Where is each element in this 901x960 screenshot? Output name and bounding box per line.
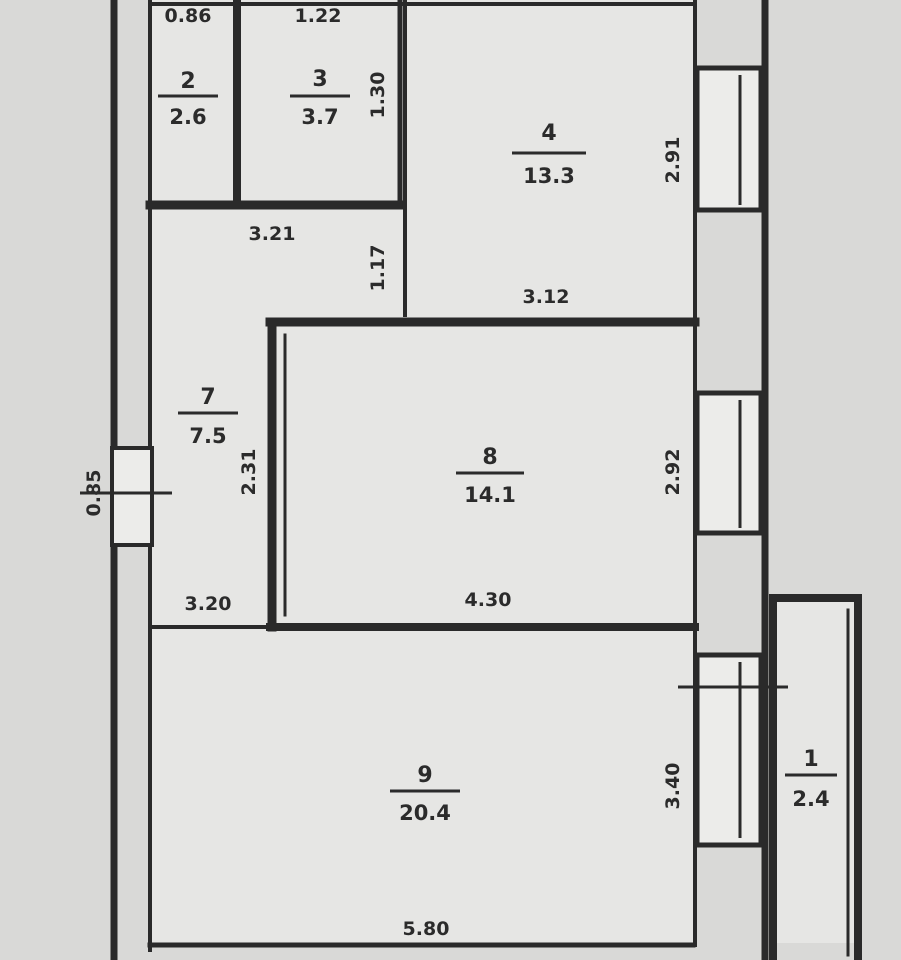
- dim-room4-bottom: 3.12: [523, 286, 570, 308]
- dim-top-left: 0.86: [165, 5, 212, 27]
- dim-room3-side: 1.30: [367, 72, 389, 119]
- room-3-area: 3.7: [301, 105, 338, 129]
- room-4-area: 13.3: [523, 164, 575, 188]
- room-7-number: 7: [200, 385, 215, 410]
- dim-door-side: 0.85: [83, 470, 105, 517]
- window-room8: [694, 390, 764, 536]
- entrance-door: [80, 446, 172, 547]
- window-room4: [694, 65, 764, 213]
- dim-room8-side: 2.92: [662, 449, 684, 496]
- room-9-area: 20.4: [399, 801, 451, 825]
- room-labels: 2 2.6 3 3.7 4 13.3 7 7.5 8 14.1 9 20.4 1…: [158, 67, 837, 825]
- dimension-labels: 0.86 1.22 1.30 2.91 3.21 1.17 3.12 2.31 …: [83, 5, 684, 940]
- windows: [678, 65, 788, 848]
- dim-hall-side: 1.17: [367, 245, 389, 292]
- entrance-door-frame: [110, 446, 154, 547]
- room-3-number: 3: [312, 67, 327, 92]
- dim-top-mid: 1.22: [295, 5, 342, 27]
- room-7-area: 7.5: [189, 424, 226, 448]
- room-1-area: 2.4: [792, 787, 829, 811]
- room-2-area: 2.6: [169, 105, 206, 129]
- room-1-number: 1: [803, 747, 818, 772]
- room-2-number: 2: [180, 69, 195, 94]
- dim-room8-bottom: 4.30: [465, 589, 512, 611]
- dim-hall-bottom: 3.20: [185, 593, 232, 615]
- balcony-wall: [769, 594, 862, 960]
- room-4-number: 4: [541, 121, 556, 146]
- room-9-number: 9: [417, 763, 432, 788]
- room-8-area: 14.1: [464, 483, 516, 507]
- balcony-floor: [773, 598, 855, 943]
- dim-hall-mid-side: 2.31: [238, 449, 260, 496]
- room-8-number: 8: [482, 445, 497, 470]
- dim-hall-top: 3.21: [249, 223, 296, 245]
- dim-room9-bottom: 5.80: [403, 918, 450, 940]
- dim-room9-side: 3.40: [662, 763, 684, 810]
- dim-room4-side: 2.91: [662, 137, 684, 184]
- balcony-door: [694, 652, 764, 848]
